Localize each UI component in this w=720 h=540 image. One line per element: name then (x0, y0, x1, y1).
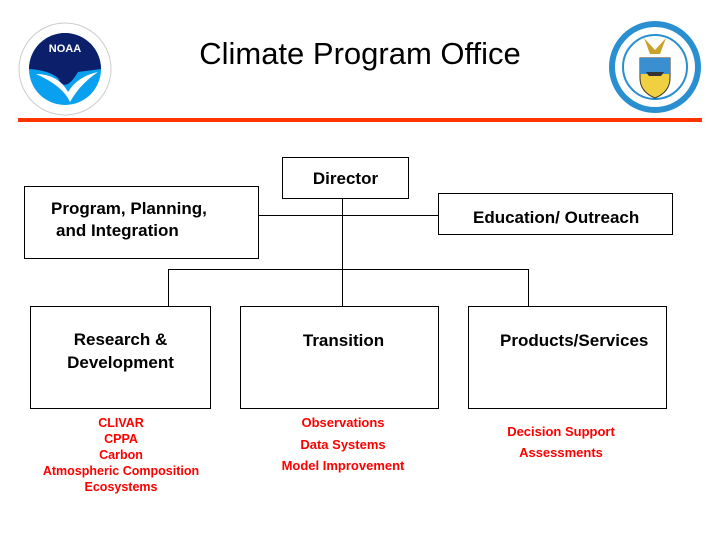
research-development-box: Research & Development (30, 306, 211, 409)
transition-programs-list: Observations Data Systems Model Improvem… (242, 412, 444, 477)
rd-item: CPPA (104, 432, 138, 446)
title-divider (18, 118, 702, 122)
svg-text:NOAA: NOAA (49, 43, 81, 55)
rd-label-line2: Development (67, 353, 174, 372)
products-item: Assessments (519, 445, 603, 460)
connector-staff-line (258, 215, 438, 216)
rd-item: CLIVAR (98, 416, 144, 430)
education-outreach-box: Education/ Outreach (438, 193, 673, 235)
page-title: Climate Program Office (199, 36, 521, 71)
products-programs-list: Decision Support Assessments (460, 421, 662, 463)
connector-director-trunk (342, 198, 343, 306)
rd-item: Atmospheric Composition (42, 464, 200, 478)
director-box: Director (282, 157, 409, 199)
noaa-logo: NOAA (18, 22, 112, 116)
connector-branch-line (168, 269, 529, 270)
transition-box: Transition (240, 306, 439, 409)
program-label-line1: Program, Planning, (51, 199, 207, 218)
program-label-line2: and Integration (56, 221, 179, 240)
department-of-commerce-seal (608, 20, 702, 114)
transition-item: Observations (301, 415, 385, 430)
products-label: Products/Services (500, 331, 649, 350)
rd-label-line1: Research & (73, 330, 168, 349)
products-item: Decision Support (507, 424, 615, 439)
connector-rd (168, 269, 169, 306)
director-label: Director (312, 169, 379, 188)
program-planning-box: Program, Planning, and Integration (24, 186, 259, 259)
education-label: Education/ Outreach (473, 208, 640, 227)
connector-products (528, 269, 529, 306)
rd-item: Ecosystems (84, 480, 158, 494)
rd-item: Carbon (99, 448, 143, 462)
transition-item: Data Systems (300, 436, 386, 452)
transition-item: Model Improvement (281, 458, 405, 473)
transition-label: Transition (302, 331, 385, 350)
rd-programs-list: CLIVAR CPPA Carbon Atmospheric Compositi… (20, 415, 222, 495)
products-services-box: Products/Services (468, 306, 667, 409)
